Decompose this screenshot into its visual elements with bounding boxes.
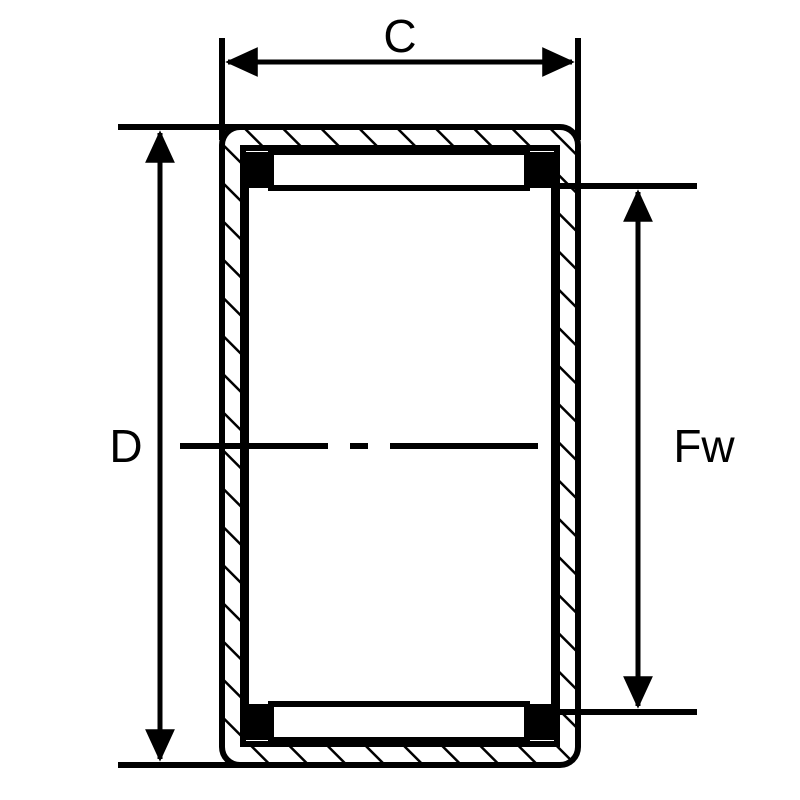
upper-needle-roller <box>268 149 530 191</box>
lower-roller-row <box>243 701 557 743</box>
dimension-d-label: D <box>109 420 142 472</box>
upper-roller-row <box>243 149 557 191</box>
dimension-fw-label: Fw <box>673 420 735 472</box>
dimension-c: C <box>219 10 581 140</box>
dimension-fw: Fw <box>560 183 735 715</box>
lower-needle-roller <box>268 701 530 743</box>
dimension-c-label: C <box>383 10 416 62</box>
dimension-d: D <box>109 124 240 768</box>
